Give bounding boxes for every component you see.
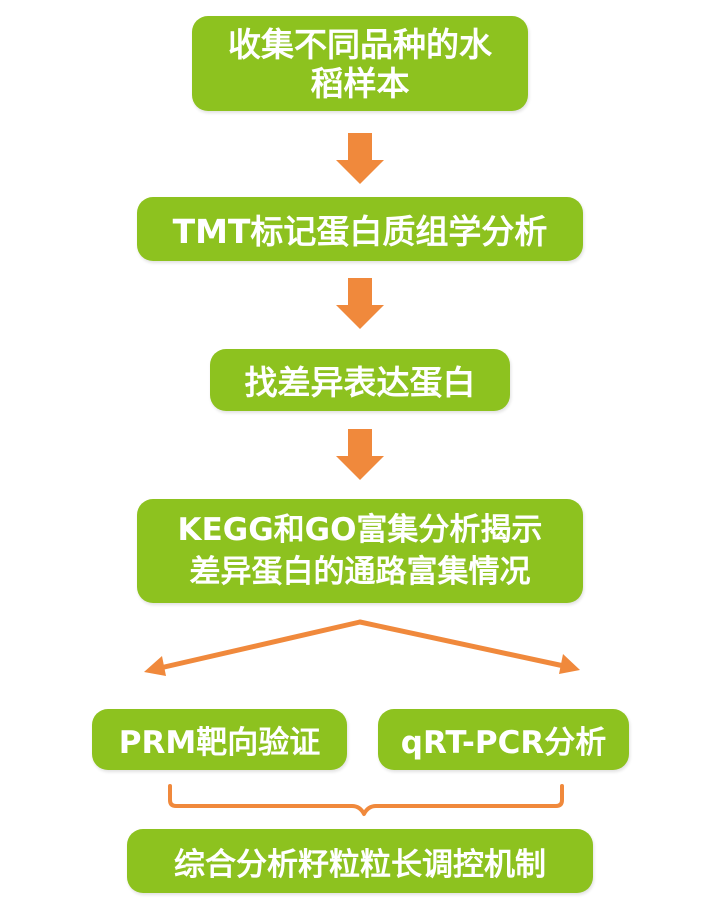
step-integrated-analysis-text: 综合分析籽粒粒长调控机制	[174, 846, 546, 883]
down-arrow-1	[336, 133, 384, 184]
step-find-diff-proteins-box: 找差异表达蛋白	[210, 349, 510, 411]
step-qrt-pcr-text: qRT-PCR分析	[400, 725, 607, 761]
split-arrow-right-head	[559, 654, 580, 674]
split-arrow-left-line	[157, 619, 363, 671]
step-tmt-proteomics-box: TMT标记蛋白质组学分析	[137, 197, 583, 261]
step-integrated-analysis-box: 综合分析籽粒粒长调控机制	[127, 829, 593, 893]
step-collect-samples-text: 收集不同品种的水 稻样本	[228, 24, 492, 103]
step-prm-validation-text: PRM靶向验证	[118, 725, 321, 761]
step-enrichment-text: KEGG和GO富集分析揭示 差异蛋白的通路富集情况	[177, 512, 543, 590]
step-tmt-proteomics-text: TMT标记蛋白质组学分析	[172, 212, 548, 251]
down-arrow-2	[336, 278, 384, 329]
split-arrow-right-line	[357, 619, 567, 669]
step-find-diff-proteins-text: 找差异表达蛋白	[244, 363, 476, 402]
step-qrt-pcr-box: qRT-PCR分析	[378, 709, 629, 770]
step-prm-validation-box: PRM靶向验证	[92, 709, 347, 770]
down-arrow-3	[336, 429, 384, 480]
step-enrichment-box: KEGG和GO富集分析揭示 差异蛋白的通路富集情况	[137, 499, 583, 603]
step-collect-samples-box: 收集不同品种的水 稻样本	[192, 16, 528, 111]
split-arrow-left-head	[144, 656, 166, 676]
merge-bracket	[168, 784, 564, 816]
